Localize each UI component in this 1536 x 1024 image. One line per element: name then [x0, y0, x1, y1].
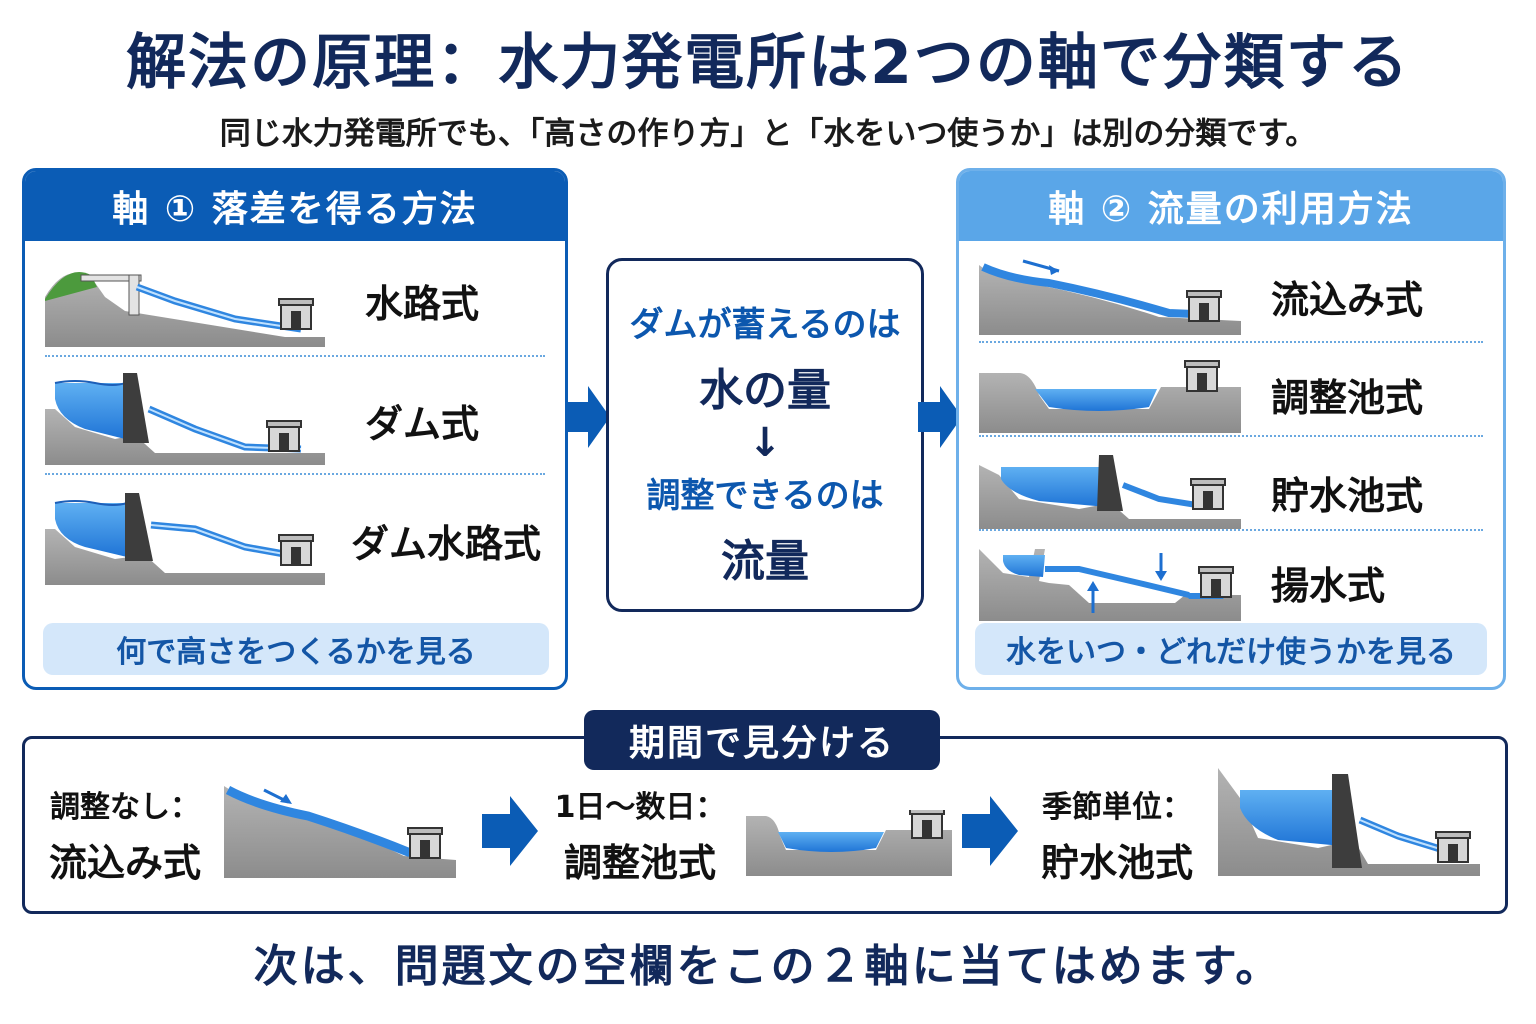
axis2-item-label: 流込み式	[1271, 278, 1424, 322]
reservoir-illustration	[1218, 768, 1480, 876]
period-type: 貯水池式	[1040, 841, 1193, 885]
arrow-right-icon	[482, 796, 538, 866]
divider	[979, 435, 1483, 437]
page-subtitle: 同じ水力発電所でも、「高さの作り方」と「水をいつ使うか」は別の分類です。	[219, 116, 1317, 152]
axis1-header: 軸 ① 落差を得る方法	[25, 171, 565, 241]
axis2-item-label: 揚水式	[1271, 564, 1386, 608]
axis2-item-label: 調整池式	[1271, 376, 1424, 420]
center-line4: 流量	[721, 536, 809, 587]
regulating-pond-illustration	[746, 810, 952, 876]
axis1-item-label: ダム水路式	[351, 522, 542, 566]
axis2-header: 軸 ② 流量の利用方法	[959, 171, 1503, 241]
page-title: 解法の原理：水力発電所は2つの軸で分類する	[126, 28, 1410, 98]
axis1-item-waterway: 水路式	[25, 249, 565, 349]
reservoir-illustration	[979, 455, 1241, 529]
period-step-3: 季節単位： 貯水池式	[1022, 782, 1212, 887]
axis2-footer: 水をいつ・どれだけ使うかを見る	[975, 623, 1487, 675]
divider	[979, 341, 1483, 343]
period-condition: 季節単位：	[1042, 790, 1192, 825]
center-line3: 調整できるのは	[646, 476, 884, 516]
run-of-river-illustration	[224, 786, 456, 878]
arrow-right-icon	[962, 796, 1018, 866]
period-step-2: 1日〜数日： 調整池式	[540, 782, 740, 887]
dam-plant-illustration	[45, 373, 325, 465]
axis2-item-regulating-pond: 調整池式	[959, 351, 1503, 433]
run-of-river-illustration	[979, 259, 1241, 335]
axis1-item-label: 水路式	[365, 282, 480, 326]
divider	[979, 529, 1483, 531]
axis2-item-reservoir: 貯水池式	[959, 445, 1503, 529]
axis1-footer: 何で高さをつくるかを見る	[43, 623, 549, 675]
closing-text: 次は、問題文の空欄をこの２軸に当てはめます。	[253, 941, 1283, 992]
regulating-pond-illustration	[979, 360, 1241, 433]
axis1-item-dam: ダム式	[25, 367, 565, 467]
period-header: 期間で見分ける	[584, 710, 940, 770]
arrow-right-icon	[566, 386, 610, 448]
divider	[45, 473, 545, 475]
center-line1: ダムが蓄えるのは	[629, 305, 901, 345]
dam-waterway-plant-illustration	[45, 493, 325, 585]
axis1-item-dam-waterway: ダム水路式	[25, 483, 565, 585]
axis1-panel: 軸 ① 落差を得る方法 水路式 ダム式	[22, 168, 568, 690]
axis1-item-label: ダム式	[365, 402, 480, 446]
period-condition: 調整なし：	[50, 790, 200, 825]
divider	[45, 355, 545, 357]
pumped-storage-illustration	[979, 549, 1241, 621]
axis2-item-label: 貯水池式	[1271, 474, 1424, 518]
waterway-plant-illustration	[45, 272, 325, 347]
down-arrow-icon: ↓	[748, 420, 782, 466]
period-type: 流込み式	[48, 841, 201, 885]
period-condition: 1日〜数日：	[554, 790, 726, 825]
axis2-item-pumped-storage: 揚水式	[959, 539, 1503, 621]
axis2-panel: 軸 ② 流量の利用方法 流込み式 調整池式 貯水池式	[956, 168, 1506, 690]
period-step-1: 調整なし： 流込み式	[30, 782, 220, 887]
period-type: 調整池式	[563, 841, 716, 885]
axis2-item-run-of-river: 流込み式	[959, 249, 1503, 339]
center-line2: 水の量	[699, 365, 831, 416]
arrow-right-icon	[918, 386, 962, 448]
center-box: ダムが蓄えるのは 水の量 ↓ 調整できるのは 流量	[606, 258, 924, 612]
